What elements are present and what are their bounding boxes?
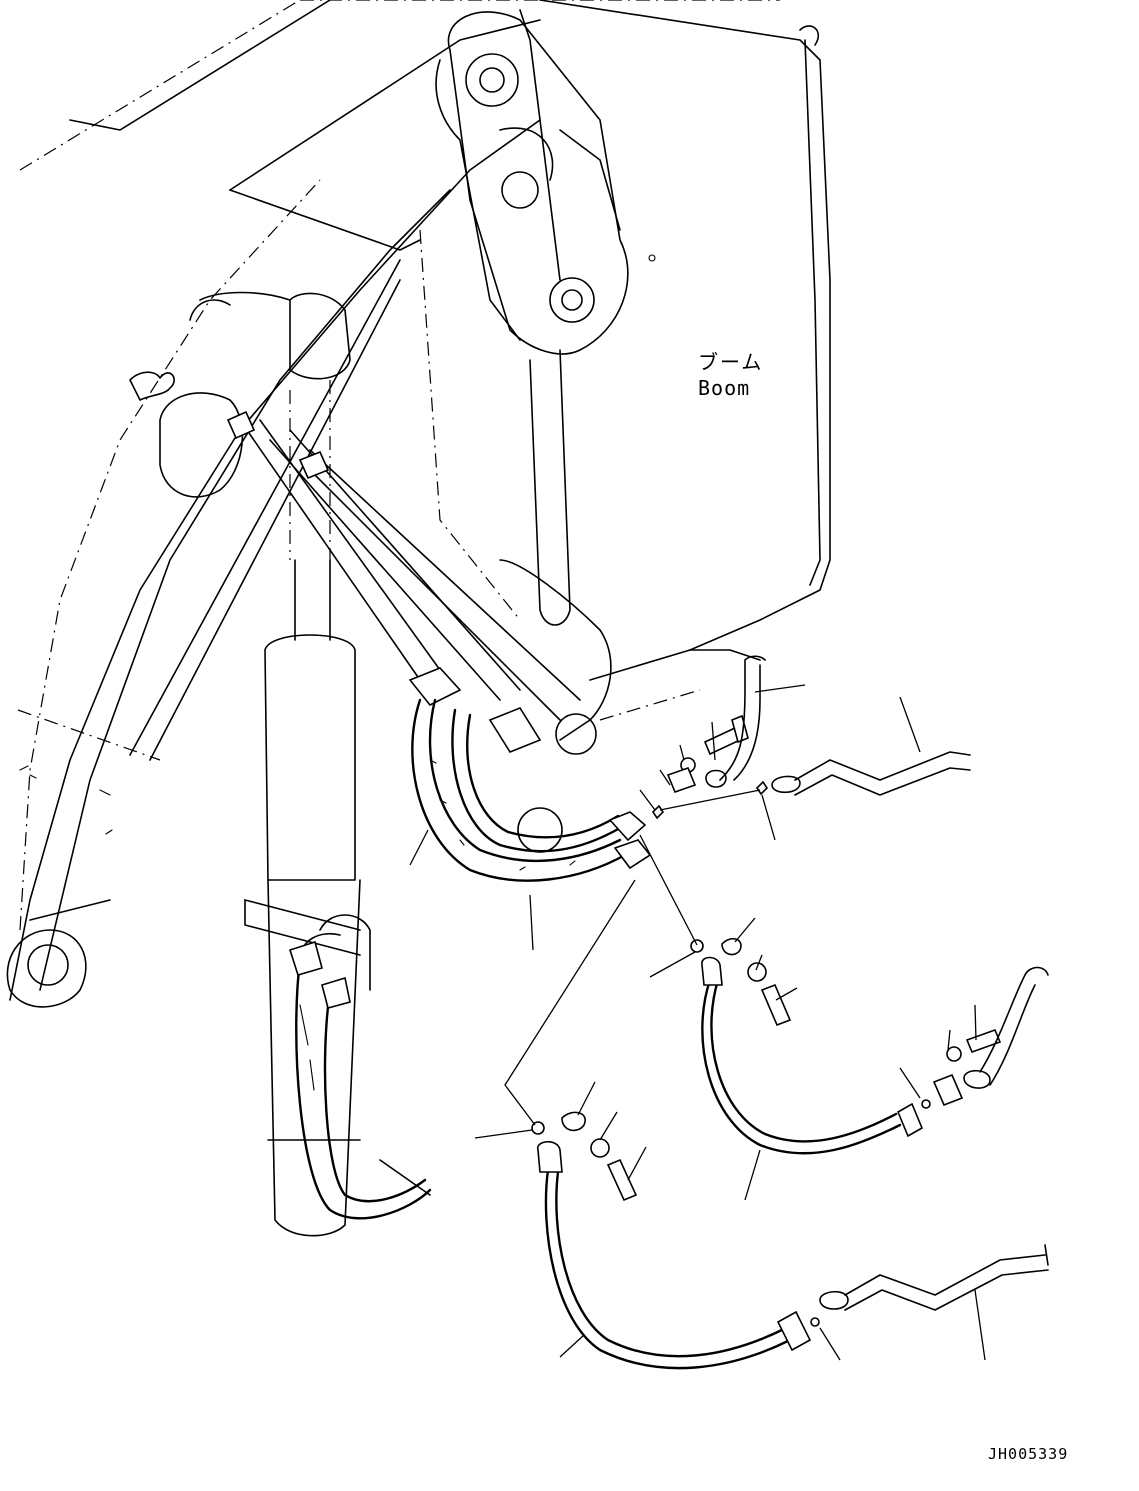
main-hose-pair (411, 698, 652, 882)
arm-hoses (288, 914, 432, 1220)
boom-linkage (435, 11, 656, 853)
fitting-set-lower (531, 1111, 1049, 1370)
boom-label-english: Boom (698, 376, 751, 400)
arm-cylinder (189, 291, 361, 1237)
fitting-set-upper (651, 655, 971, 820)
boom-outline (6, 0, 831, 1008)
boom-hoses (226, 410, 581, 753)
boom-label-japanese: ブーム (698, 350, 764, 374)
drawing-code: JH005339 (988, 1445, 1069, 1463)
leader-lines (409, 684, 986, 1361)
fitting-set-middle (690, 937, 1049, 1155)
